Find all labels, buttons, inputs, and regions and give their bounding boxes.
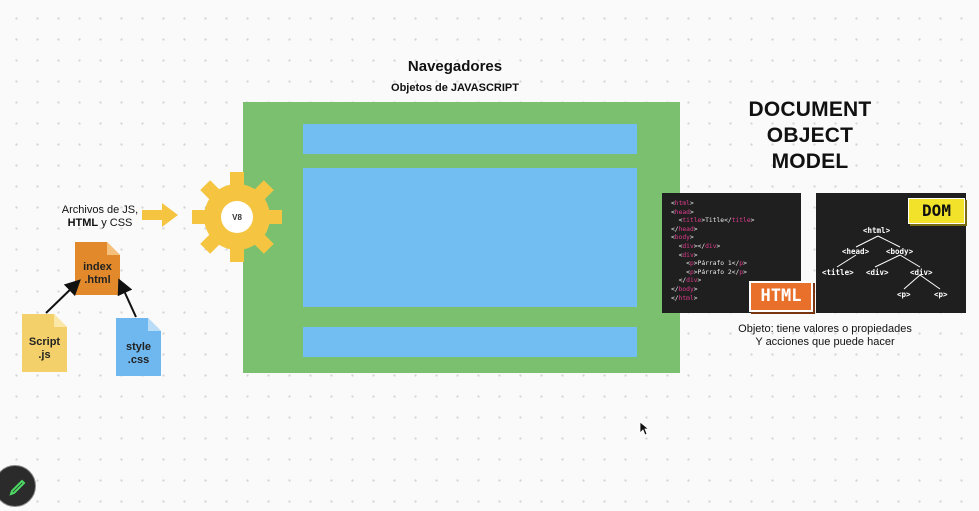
dom-heading: DOCUMENT OBJECT MODEL [730, 97, 890, 175]
dom-node-div: <div> [866, 268, 889, 277]
html-code: <html> <head> <title>Title</title> </hea… [662, 193, 801, 303]
mouse-pointer-icon [639, 421, 649, 436]
v8-gear-icon: V8 [192, 172, 282, 262]
code-line: <head> [671, 208, 694, 216]
arrow-style-to-index-icon [117, 278, 137, 318]
dom-node-div: <div> [910, 268, 933, 277]
files-label-line-1: Archivos de JS, [61, 204, 139, 216]
dom-tree-panel: <html> <head> <body> <title> <div> <div>… [816, 193, 966, 313]
diagram-title: Navegadores [407, 58, 503, 75]
v8-label: V8 [232, 213, 242, 222]
script-file-name: Script [28, 336, 61, 348]
arrow-script-to-index-icon [45, 279, 81, 314]
dom-heading-line-3: MODEL [771, 150, 849, 173]
style-css-file-icon: style .css [116, 318, 161, 376]
dom-node-p: <p> [897, 290, 911, 299]
dom-node-body: <body> [886, 247, 914, 256]
code-line: <p>Párrafo 1</p> [671, 260, 747, 268]
dom-heading-line-1: DOCUMENT [748, 98, 872, 121]
index-file-name: index [83, 261, 112, 273]
files-label-html: HTML [67, 217, 99, 229]
dom-node-title: <title> [822, 268, 854, 277]
files-label-line-2: HTML y CSS [45, 217, 155, 230]
pencil-icon [9, 479, 26, 496]
index-file-ext: .html [84, 274, 111, 286]
caption-line-1: Objeto: tiene valores o propiedades [738, 323, 912, 335]
script-file-ext: .js [38, 349, 51, 361]
code-line: </body> [671, 285, 698, 293]
dom-node-head: <head> [842, 247, 870, 256]
code-line: <body> [671, 234, 694, 242]
code-line: <title>Title</title> [671, 217, 755, 225]
dom-tree-lines [836, 235, 941, 290]
script-js-file-icon: Script .js [22, 314, 67, 372]
caption-line-2: Y acciones que puede hacer [755, 336, 895, 348]
index-html-file-icon: index .html [75, 242, 120, 295]
diagram-subtitle: Objetos de JAVASCRIPT [391, 82, 519, 94]
object-caption: Objeto: tiene valores o propiedades Y ac… [700, 323, 950, 349]
arrow-right-icon [142, 203, 178, 227]
style-file-name: style [125, 341, 152, 353]
dom-node-p: <p> [934, 290, 948, 299]
edit-button[interactable] [0, 465, 36, 507]
code-line: <p>Párrafo 2</p> [671, 268, 747, 276]
code-line: </head> [671, 225, 698, 233]
style-file-ext: .css [127, 354, 150, 366]
files-label-css: y CSS [98, 217, 133, 229]
browser-pane-top [303, 124, 637, 154]
browser-pane-bottom [303, 327, 637, 357]
code-line: <div> [671, 251, 698, 259]
files-label: Archivos de JS, HTML y CSS [45, 204, 155, 230]
code-line: </html> [671, 294, 698, 302]
code-line: </div> [671, 277, 702, 285]
dom-node-html: <html> [863, 226, 891, 235]
code-line: <div></div> [671, 242, 721, 250]
html-logo: HTML [749, 281, 813, 312]
dom-logo: DOM [908, 198, 965, 224]
browser-pane-main [303, 168, 637, 307]
code-line: <html> [671, 200, 694, 207]
file-arrows [45, 278, 137, 318]
dom-heading-line-2: OBJECT [766, 124, 854, 147]
